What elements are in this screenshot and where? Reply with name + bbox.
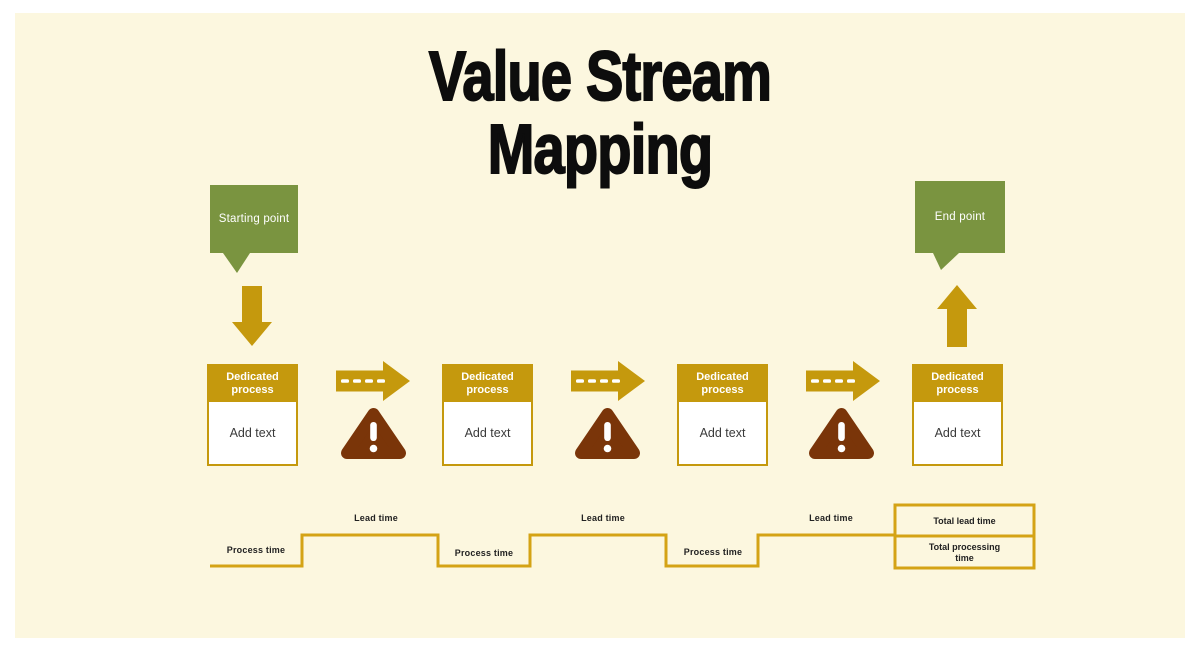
end-point-bubble-tail (933, 253, 959, 270)
process-box-4-header: Dedicated process (914, 366, 1001, 402)
timeline-line (210, 503, 1036, 570)
up-arrow-icon (937, 285, 977, 347)
process-box-2-header: Dedicated process (444, 366, 531, 402)
lead-time-label-3: Lead time (809, 513, 853, 523)
process-box-4: Dedicated process Add text (912, 364, 1003, 466)
warning-exclamation-bar (370, 422, 377, 441)
down-arrow-shape (232, 286, 272, 346)
process-time-label-2: Process time (454, 548, 514, 558)
total-lead-time-cell: Total lead time (933, 516, 996, 526)
warning-icon-1 (341, 408, 406, 459)
warning-exclamation-bar (838, 422, 845, 441)
process-box-4-add-text[interactable]: Add text (934, 426, 981, 440)
start-point-bubble-tail (223, 253, 250, 273)
process-box-3-add-text[interactable]: Add text (699, 426, 746, 440)
arrow-dashes (811, 379, 855, 383)
process-box-1-header: Dedicated process (209, 366, 296, 402)
page-title-line2: Mapping (487, 110, 714, 188)
total-processing-time-cell: Total processing time (928, 541, 1001, 563)
flow-arrow-icon-2 (571, 361, 645, 401)
start-point-label: Starting point (218, 213, 290, 225)
arrow-dashes (341, 379, 385, 383)
process-box-1: Dedicated process Add text (207, 364, 298, 466)
end-point-label: End point (934, 211, 986, 223)
up-arrow-shape (937, 285, 977, 347)
process-box-1-add-text[interactable]: Add text (229, 426, 276, 440)
lead-time-label-1: Lead time (354, 513, 398, 523)
process-box-2: Dedicated process Add text (442, 364, 533, 466)
process-box-3: Dedicated process Add text (677, 364, 768, 466)
process-box-2-add-text[interactable]: Add text (464, 426, 511, 440)
flow-arrow-icon-1 (336, 361, 410, 401)
page-title-line1: Value Stream (428, 37, 773, 115)
process-time-label-1: Process time (226, 545, 286, 555)
warning-exclamation-dot (837, 444, 846, 453)
end-point-bubble: End point (915, 181, 1005, 253)
page-title: Value Stream Mapping (120, 37, 1080, 188)
warning-icon-3 (809, 408, 874, 459)
timeline-step-line (210, 533, 895, 568)
flow-arrow-icon-3 (806, 361, 880, 401)
process-time-label-3: Process time (683, 547, 743, 557)
arrow-dashes (576, 379, 620, 383)
warning-exclamation-dot (603, 444, 612, 453)
lead-time-label-2: Lead time (581, 513, 625, 523)
warning-exclamation-dot (369, 444, 378, 453)
process-box-3-header: Dedicated process (679, 366, 766, 402)
warning-icon-2 (575, 408, 640, 459)
start-point-bubble: Starting point (210, 185, 298, 253)
warning-exclamation-bar (604, 422, 611, 441)
down-arrow-icon (232, 286, 272, 346)
